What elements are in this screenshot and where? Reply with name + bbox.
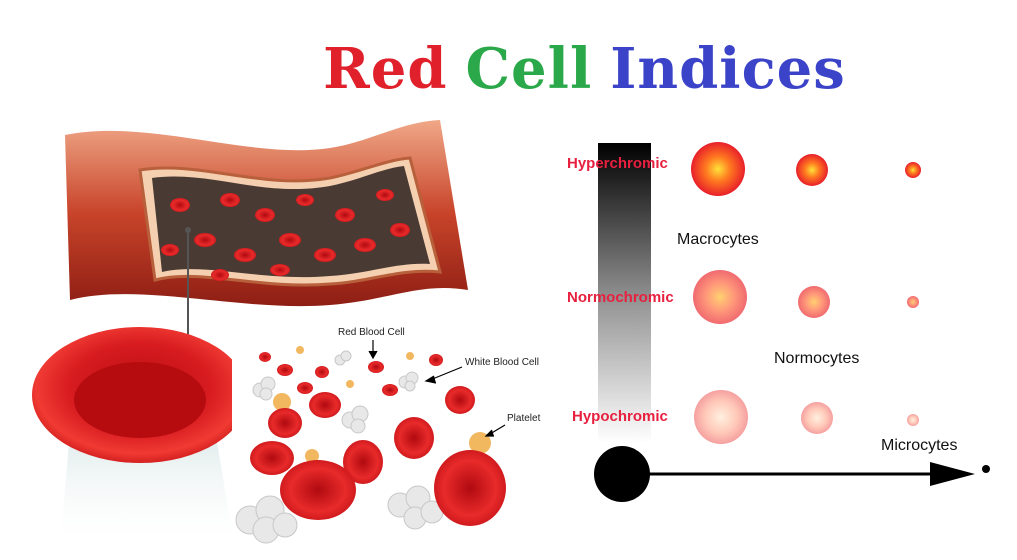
axis-origin-dot (594, 446, 650, 502)
label-hyperchromic: Hyperchromic (567, 155, 668, 172)
blood-vessel (65, 120, 468, 372)
label-microcytes: Microcytes (881, 437, 958, 454)
label-hypochromic: Hypochromic (572, 408, 668, 425)
cell-hypo-micro (907, 414, 919, 426)
title-word-indices: Indices (610, 36, 846, 102)
label-red-blood-cell: Red Blood Cell (338, 327, 405, 338)
cell-hyper-macro (691, 142, 745, 196)
magnified-red-blood-cell (32, 327, 248, 550)
title-word-cell: Cell (465, 36, 593, 102)
label-platelet: Platelet (507, 413, 541, 424)
label-normocytes: Normocytes (774, 350, 860, 367)
cell-hypo-macro (694, 390, 748, 444)
blood-smear-panel (232, 318, 532, 550)
cell-normo-micro (907, 296, 919, 308)
page-title: Red Cell Indices (0, 36, 1017, 102)
index-chart (594, 142, 990, 502)
cell-normo-normo (798, 286, 830, 318)
label-white-blood-cell: White Blood Cell (465, 357, 539, 368)
cell-hypo-normo (801, 402, 833, 434)
chromia-gradient-bar (598, 143, 651, 443)
cell-hyper-normo (796, 154, 828, 186)
cell-hyper-micro (905, 162, 921, 178)
title-word-red: Red (323, 36, 448, 102)
cell-normo-macro (693, 270, 747, 324)
label-normochromic: Normochromic (567, 289, 674, 306)
label-macrocytes: Macrocytes (677, 231, 759, 248)
